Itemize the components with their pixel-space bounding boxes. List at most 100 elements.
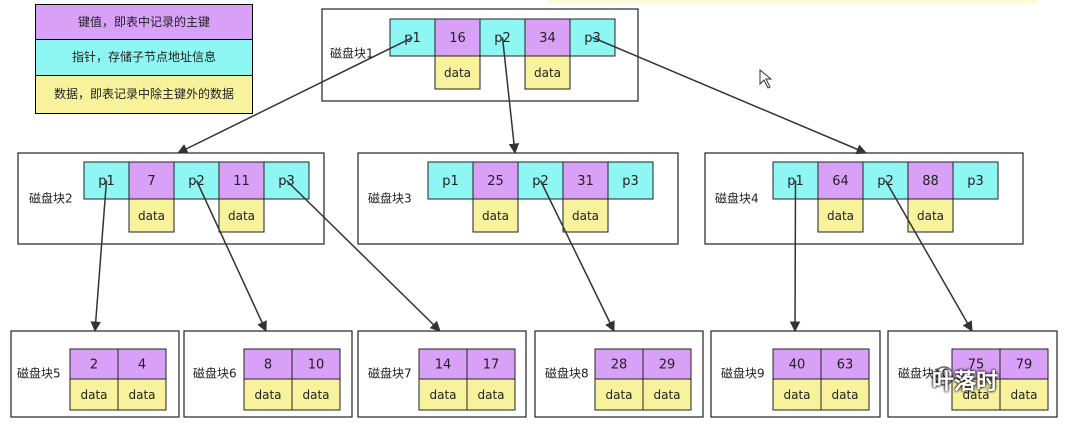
- top-highlight-strip: [548, 0, 1038, 4]
- pointer-label: p3: [584, 31, 601, 46]
- key-value: 7: [147, 174, 155, 189]
- key-value: 64: [832, 174, 849, 189]
- data-cell: [243, 378, 293, 411]
- pointer-arrow: [195, 180, 267, 332]
- key-value: 29: [659, 358, 676, 373]
- legend-data-text: 数据，即表记录中除主键外的数据: [53, 87, 234, 102]
- pointer-arrow: [285, 179, 441, 332]
- pointer-arrow: [789, 180, 801, 333]
- key-cell: [128, 161, 175, 200]
- data-label: data: [477, 388, 504, 402]
- data-label: data: [827, 209, 854, 223]
- key-value: 63: [837, 358, 854, 373]
- edges-layer: [90, 36, 973, 333]
- legend-data: 数据，即表记录中除主键外的数据: [35, 76, 253, 114]
- key-value: 31: [577, 174, 594, 189]
- disk-block-label: 磁盘块8: [545, 366, 589, 381]
- data-label: data: [482, 209, 509, 223]
- key-value: 11: [233, 174, 250, 189]
- key-value: 14: [435, 358, 452, 373]
- legend-pointer: 指针，存储子节点地址信息: [35, 40, 253, 76]
- key-cell: [820, 348, 870, 380]
- data-cell: [128, 198, 175, 233]
- data-cell: [434, 55, 481, 90]
- key-cell: [951, 348, 1001, 380]
- data-label: data: [138, 209, 165, 223]
- data-label: data: [534, 66, 561, 80]
- data-label: data: [962, 388, 989, 402]
- disk-block-label: 磁盘块1: [330, 46, 374, 61]
- disk-block-border: [534, 330, 704, 418]
- chat-bubble-icon: [934, 366, 954, 386]
- pointer-cell: [607, 161, 654, 200]
- key-cell: [772, 348, 822, 380]
- disk-block-label: 磁盘块2: [29, 191, 73, 206]
- key-value: 40: [789, 358, 806, 373]
- key-value: 88: [922, 174, 939, 189]
- pointer-arrow: [539, 180, 615, 332]
- pointer-cell: [952, 161, 999, 200]
- data-label: data: [572, 209, 599, 223]
- disk-block-label: 磁盘块3: [368, 191, 412, 206]
- key-value: 34: [539, 31, 556, 46]
- disk-block-8: 磁盘块8 28 data 29 data: [534, 330, 704, 418]
- pointer-arrow: [90, 180, 108, 333]
- key-cell: [291, 348, 341, 380]
- key-cell: [642, 348, 692, 380]
- pointer-label: p3: [622, 174, 639, 189]
- data-cell: [466, 378, 516, 411]
- data-cell: [951, 378, 1001, 411]
- pointer-label: p1: [404, 31, 421, 46]
- key-cell: [418, 348, 468, 380]
- pointer-cell: [427, 161, 474, 200]
- pointer-label: p3: [967, 174, 984, 189]
- data-cell: [472, 198, 519, 233]
- key-value: 16: [449, 31, 466, 46]
- data-label: data: [228, 209, 255, 223]
- disk-block-label: 磁盘块7: [368, 366, 412, 381]
- legend-key: 键值，即表中记录的主键: [35, 4, 253, 40]
- legend-key-text: 键值，即表中记录的主键: [77, 14, 210, 29]
- legend-pointer-text: 指针，存储子节点地址信息: [71, 50, 216, 65]
- data-label: data: [302, 388, 329, 402]
- pointer-arrow: [884, 180, 973, 332]
- key-cell: [117, 348, 167, 380]
- key-cell: [472, 161, 519, 200]
- pointer-label: p1: [442, 174, 459, 189]
- data-label: data: [444, 66, 471, 80]
- key-value: 28: [611, 358, 628, 373]
- key-value: 75: [968, 358, 985, 373]
- data-label: data: [783, 388, 810, 402]
- data-cell: [772, 378, 822, 411]
- data-label: data: [653, 388, 680, 402]
- data-cell: [999, 378, 1049, 411]
- key-cell: [218, 161, 265, 200]
- key-value: 25: [487, 174, 504, 189]
- key-value: 4: [138, 358, 146, 373]
- data-cell: [117, 378, 167, 411]
- data-cell: [291, 378, 341, 411]
- data-label: data: [831, 388, 858, 402]
- data-cell: [218, 198, 265, 233]
- disk-block-border: [17, 152, 325, 245]
- key-value: 17: [483, 358, 500, 373]
- key-cell: [524, 18, 571, 57]
- pointer-arrow: [501, 37, 520, 155]
- disk-block-border: [321, 8, 639, 102]
- data-label: data: [917, 209, 944, 223]
- pointer-arrow: [592, 36, 867, 155]
- watermark: 叶落时: [932, 364, 998, 396]
- data-label: data: [1010, 388, 1037, 402]
- data-label: data: [80, 388, 107, 402]
- data-label: data: [605, 388, 632, 402]
